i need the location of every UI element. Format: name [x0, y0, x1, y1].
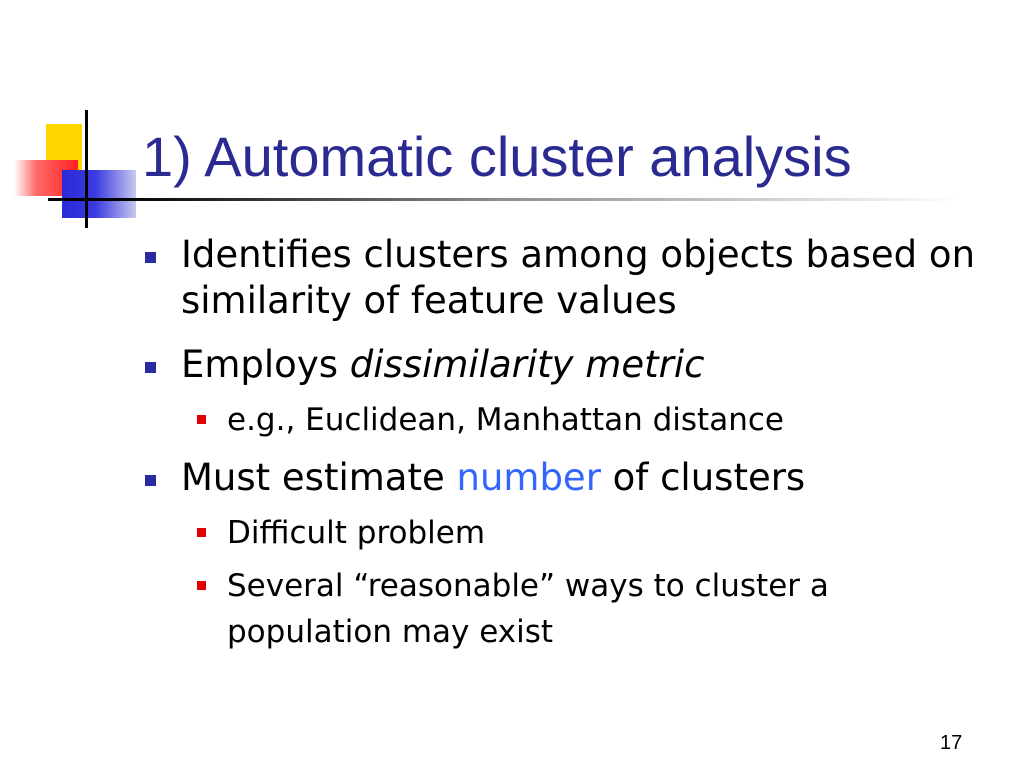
title-underline: [48, 198, 960, 201]
bullet-text-prefix: Must estimate: [181, 456, 457, 499]
subbullet-difficult-problem: Difficult problem: [197, 510, 987, 556]
subbullet-distance-examples: e.g., Euclidean, Manhattan distance: [197, 397, 987, 443]
decorative-logo: [0, 0, 140, 240]
bullet-text: Identifies clusters among objects based …: [181, 233, 976, 322]
logo-vertical-line: [85, 110, 88, 228]
subbullet-square-icon: [197, 528, 206, 537]
subbullet-several-ways: Several “reasonable” ways to cluster a p…: [197, 563, 987, 655]
bullet-text-suffix: of clusters: [600, 456, 806, 499]
emphasis-dissimilarity-metric: dissimilarity metric: [349, 343, 705, 386]
bullet-estimate-number: Must estimate number of clusters: [145, 455, 991, 501]
bullet-square-icon: [145, 252, 156, 263]
bullet-employs-metric: Employs dissimilarity metric: [145, 342, 991, 388]
subbullet-square-icon: [197, 415, 206, 424]
page-number: 17: [940, 732, 963, 754]
subbullet-text: Several “reasonable” ways to cluster a p…: [227, 568, 829, 650]
subbullet-text: e.g., Euclidean, Manhattan distance: [227, 402, 784, 438]
bullet-square-icon: [145, 475, 156, 486]
slide-title: 1) Automatic cluster analysis: [142, 125, 852, 188]
bullet-identifies-clusters: Identifies clusters among objects based …: [145, 232, 991, 324]
bullet-square-icon: [145, 362, 156, 373]
highlight-number: number: [456, 456, 601, 499]
logo-blue-square: [62, 170, 136, 218]
subbullet-text: Difficult problem: [227, 515, 486, 551]
bullet-text-prefix: Employs: [181, 343, 350, 386]
subbullet-square-icon: [197, 581, 206, 590]
